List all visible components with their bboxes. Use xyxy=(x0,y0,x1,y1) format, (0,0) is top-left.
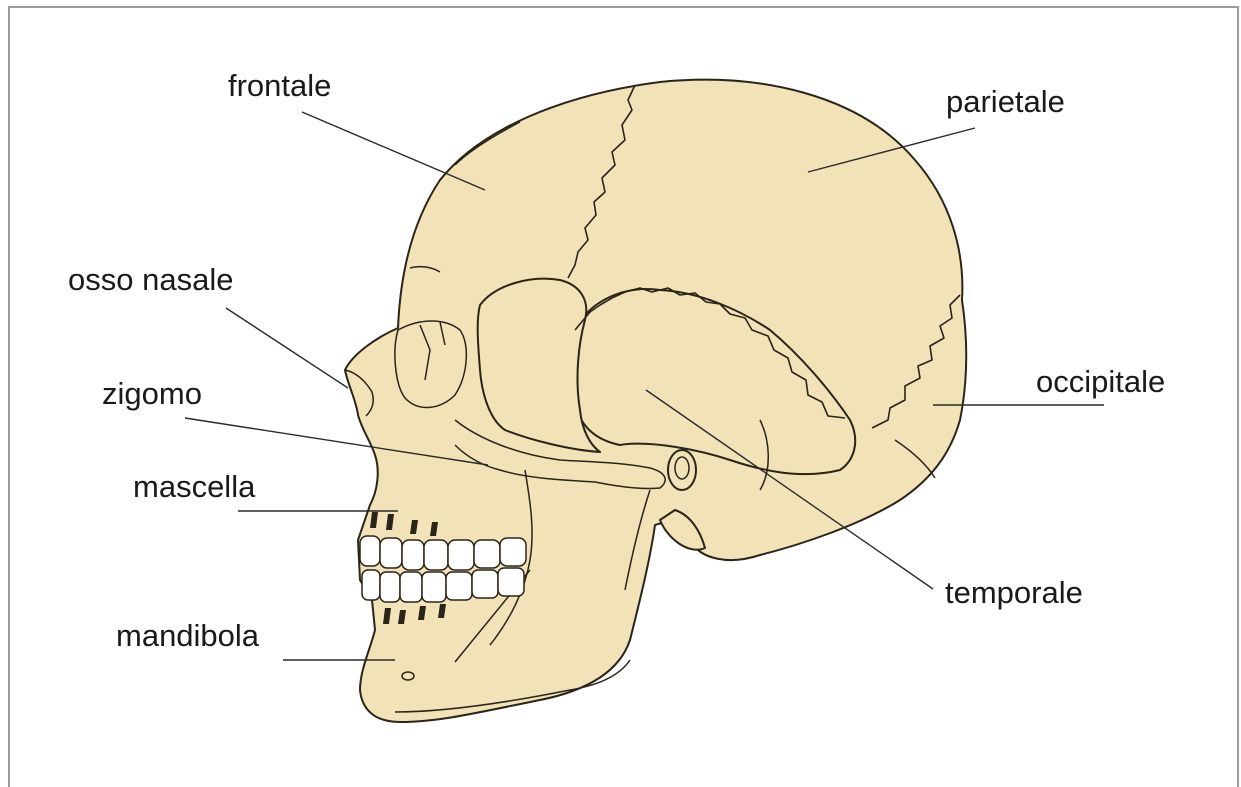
label-temporale: temporale xyxy=(945,575,1083,610)
label-frontale: frontale xyxy=(228,68,331,103)
label-mascella: mascella xyxy=(133,469,256,504)
leader-frontale xyxy=(302,112,485,190)
label-osso-nasale: osso nasale xyxy=(68,262,233,297)
label-parietale: parietale xyxy=(946,84,1065,119)
ear-opening xyxy=(668,450,696,490)
leader-osso-nasale xyxy=(226,308,348,388)
label-zigomo: zigomo xyxy=(102,376,202,411)
label-occipitale: occipitale xyxy=(1036,364,1165,399)
label-mandibola: mandibola xyxy=(116,618,260,653)
